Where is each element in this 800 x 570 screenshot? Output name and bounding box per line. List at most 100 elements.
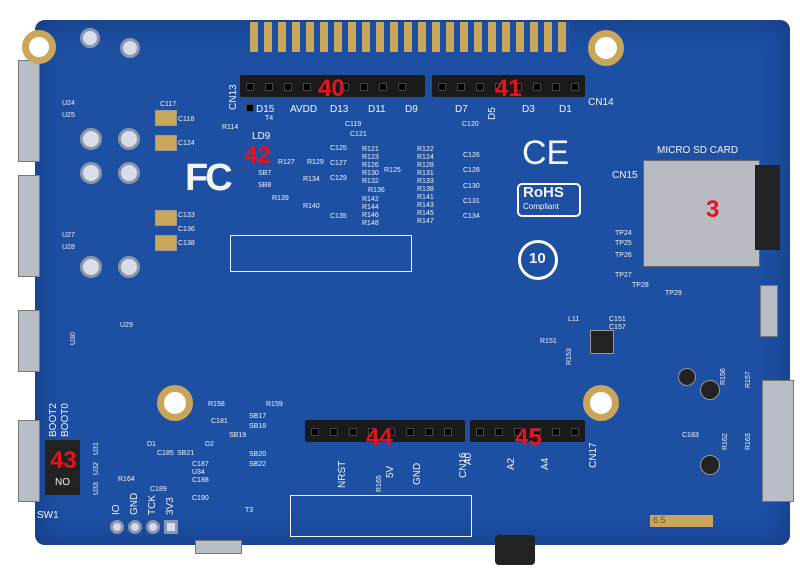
audio-jack xyxy=(495,535,535,565)
inductor xyxy=(590,330,614,354)
ref-label: C135 xyxy=(330,213,347,220)
ref-label: R142 xyxy=(362,196,379,203)
ref-label: TP24 xyxy=(615,230,632,237)
ce-logo: CE xyxy=(522,134,570,172)
ref-label: U25 xyxy=(62,112,75,119)
ref-label: L11 xyxy=(568,316,580,323)
ref-label: R139 xyxy=(272,195,289,202)
ref-label: R151 xyxy=(540,338,557,345)
via-pad xyxy=(80,28,100,48)
ref-label: U29 xyxy=(120,322,133,329)
ref-label: TP29 xyxy=(665,290,682,297)
ref-label: C125 xyxy=(330,145,347,152)
mounting-hole xyxy=(22,30,56,64)
pin-label: A0 xyxy=(463,452,474,465)
rohs-subtext: Compliant xyxy=(523,202,560,211)
jtag-pad xyxy=(128,520,142,534)
label-ld9: LD9 xyxy=(252,131,271,142)
ref-label: R156 xyxy=(720,368,727,385)
ref-label: C118 xyxy=(178,116,195,123)
ref-label: U32 xyxy=(93,462,100,475)
ref-label: C129 xyxy=(330,175,347,182)
jtag-label: GND xyxy=(129,492,140,515)
ref-label: C130 xyxy=(463,183,480,190)
ref-label: R138 xyxy=(417,186,434,193)
jtag-pad xyxy=(146,520,160,534)
capacitor xyxy=(155,110,177,126)
ref-label: R145 xyxy=(417,210,434,217)
mounting-hole xyxy=(588,30,624,66)
ref-label: R126 xyxy=(362,162,379,169)
ref-label: C138 xyxy=(178,240,195,247)
capacitor xyxy=(155,210,177,226)
ref-label: R164 xyxy=(118,476,135,483)
ref-label: SB7 xyxy=(258,170,272,177)
via-pad xyxy=(118,162,140,184)
ref-label: U31 xyxy=(93,442,100,455)
usb-port-bottom xyxy=(18,420,40,502)
rohs-logo: RoHS Compliant xyxy=(517,183,581,217)
pin-label: D13 xyxy=(330,104,349,115)
ref-label: U28 xyxy=(62,244,75,251)
pin-label: D7 xyxy=(455,104,468,115)
ref-label: TP25 xyxy=(615,240,632,247)
ref-label: R136 xyxy=(368,187,385,194)
label-sw1: SW1 xyxy=(37,510,59,521)
ref-label: R127 xyxy=(278,159,295,166)
callout-3: 3 xyxy=(706,196,720,223)
ref-label: R131 xyxy=(417,170,434,177)
ref-label: U24 xyxy=(62,100,75,107)
ref-label: R124 xyxy=(417,154,434,161)
usb-port-top xyxy=(18,60,40,162)
via-pad xyxy=(80,256,102,278)
ref-label: C190 xyxy=(192,495,209,502)
pin-label: GND xyxy=(412,462,423,485)
callout-40: 40 xyxy=(318,75,345,102)
ref-label: R134 xyxy=(303,176,320,183)
ref-label: R148 xyxy=(362,220,379,227)
ref-label: SB18 xyxy=(249,423,267,430)
ref-label: R121 xyxy=(362,146,379,153)
ref-label: C181 xyxy=(211,418,228,425)
ref-label: R144 xyxy=(362,204,379,211)
jtag-label: 3V3 xyxy=(165,497,176,515)
ref-label: C127 xyxy=(330,160,347,167)
ref-label: R163 xyxy=(745,433,752,450)
button[interactable] xyxy=(700,380,720,400)
ref-label: R143 xyxy=(417,202,434,209)
ref-label: R141 xyxy=(417,194,434,201)
via-pad xyxy=(120,38,140,58)
pin-label: A4 xyxy=(540,457,551,470)
ref-label: R123 xyxy=(362,154,379,161)
button[interactable] xyxy=(678,368,696,386)
ref-label: R133 xyxy=(417,178,434,185)
capacitor xyxy=(155,235,177,251)
ref-label: R122 xyxy=(417,146,434,153)
micro-sd-slot[interactable] xyxy=(643,160,760,267)
ref-label: SB8 xyxy=(258,182,272,189)
jtag-label: TCK xyxy=(147,495,158,515)
label-cn17: CN17 xyxy=(588,442,599,468)
label-cn13: CN13 xyxy=(228,84,239,110)
label-cn15: CN15 xyxy=(612,170,638,181)
jtag-pad xyxy=(164,520,178,534)
ref-label: R128 xyxy=(417,162,434,169)
pcb-board xyxy=(35,20,790,545)
jtag-pad xyxy=(110,520,124,534)
ref-label: U34 xyxy=(192,469,205,476)
pin-label: A2 xyxy=(506,457,517,470)
boot-dip-switch[interactable] xyxy=(45,440,80,495)
label-boot0: BOOT0 xyxy=(60,403,71,437)
ref-label: C151 xyxy=(609,316,626,323)
ref-label: TP28 xyxy=(632,282,649,289)
capacitor xyxy=(155,135,177,151)
pin-label: D5 xyxy=(487,107,498,120)
ref-label: R132 xyxy=(362,178,379,185)
ref-label: C117 xyxy=(160,101,177,108)
callout-44: 44 xyxy=(366,424,393,451)
via-pad xyxy=(80,162,102,184)
micro-usb-port xyxy=(195,540,242,554)
button[interactable] xyxy=(700,455,720,475)
ref-label: SB21 xyxy=(177,450,195,457)
ref-label: C128 xyxy=(463,167,480,174)
